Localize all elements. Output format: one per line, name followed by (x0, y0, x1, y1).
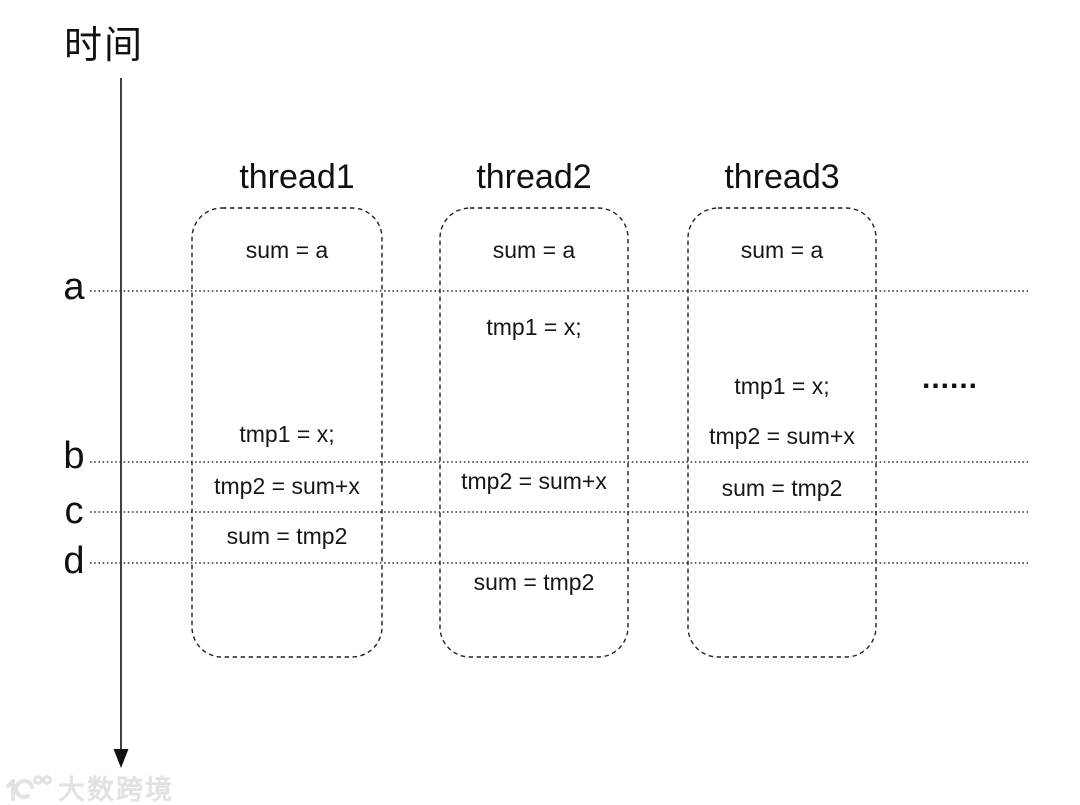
time-axis-title: 时间 (64, 25, 145, 67)
time-axis-arrowhead-icon (113, 749, 129, 768)
watermark-text: 大数跨境 (58, 775, 174, 805)
tick-label-b: b (63, 435, 85, 477)
thread3-stmt-tmp2: tmp2 = sum+x (709, 423, 855, 449)
thread1-stmt-tmp1: tmp1 = x; (239, 421, 335, 447)
thread1-stmt-sum-a: sum = a (245, 237, 329, 263)
thread2-stmt-sum-a: sum = a (492, 237, 576, 263)
thread1-stmt-tmp2: tmp2 = sum+x (214, 473, 360, 499)
watermark: 大数跨境 (6, 768, 174, 805)
thread2-stmt-tmp2: tmp2 = sum+x (461, 468, 607, 494)
thread3-stmt-tmp1: tmp1 = x; (734, 373, 830, 399)
thread2-stmt-tmp1: tmp1 = x; (486, 314, 582, 340)
thread2-box (439, 207, 629, 658)
thread1-stmt-sum-tmp2: sum = tmp2 (226, 523, 348, 549)
thread3-stmt-sum-a: sum = a (740, 237, 824, 263)
watermark-logo-icon (6, 774, 52, 801)
thread1-header: thread1 (239, 158, 355, 196)
thread2-stmt-sum-tmp2: sum = tmp2 (473, 569, 595, 595)
tick-label-a: a (63, 266, 85, 308)
thread1-box (191, 207, 383, 658)
thread3-header: thread3 (724, 158, 840, 196)
thread3-box (687, 207, 877, 658)
more-threads-ellipsis: ...... (921, 362, 978, 395)
tick-label-d: d (63, 540, 85, 582)
thread2-header: thread2 (476, 158, 592, 196)
tick-label-c: c (64, 490, 84, 532)
thread3-stmt-sum-tmp2: sum = tmp2 (721, 475, 843, 501)
